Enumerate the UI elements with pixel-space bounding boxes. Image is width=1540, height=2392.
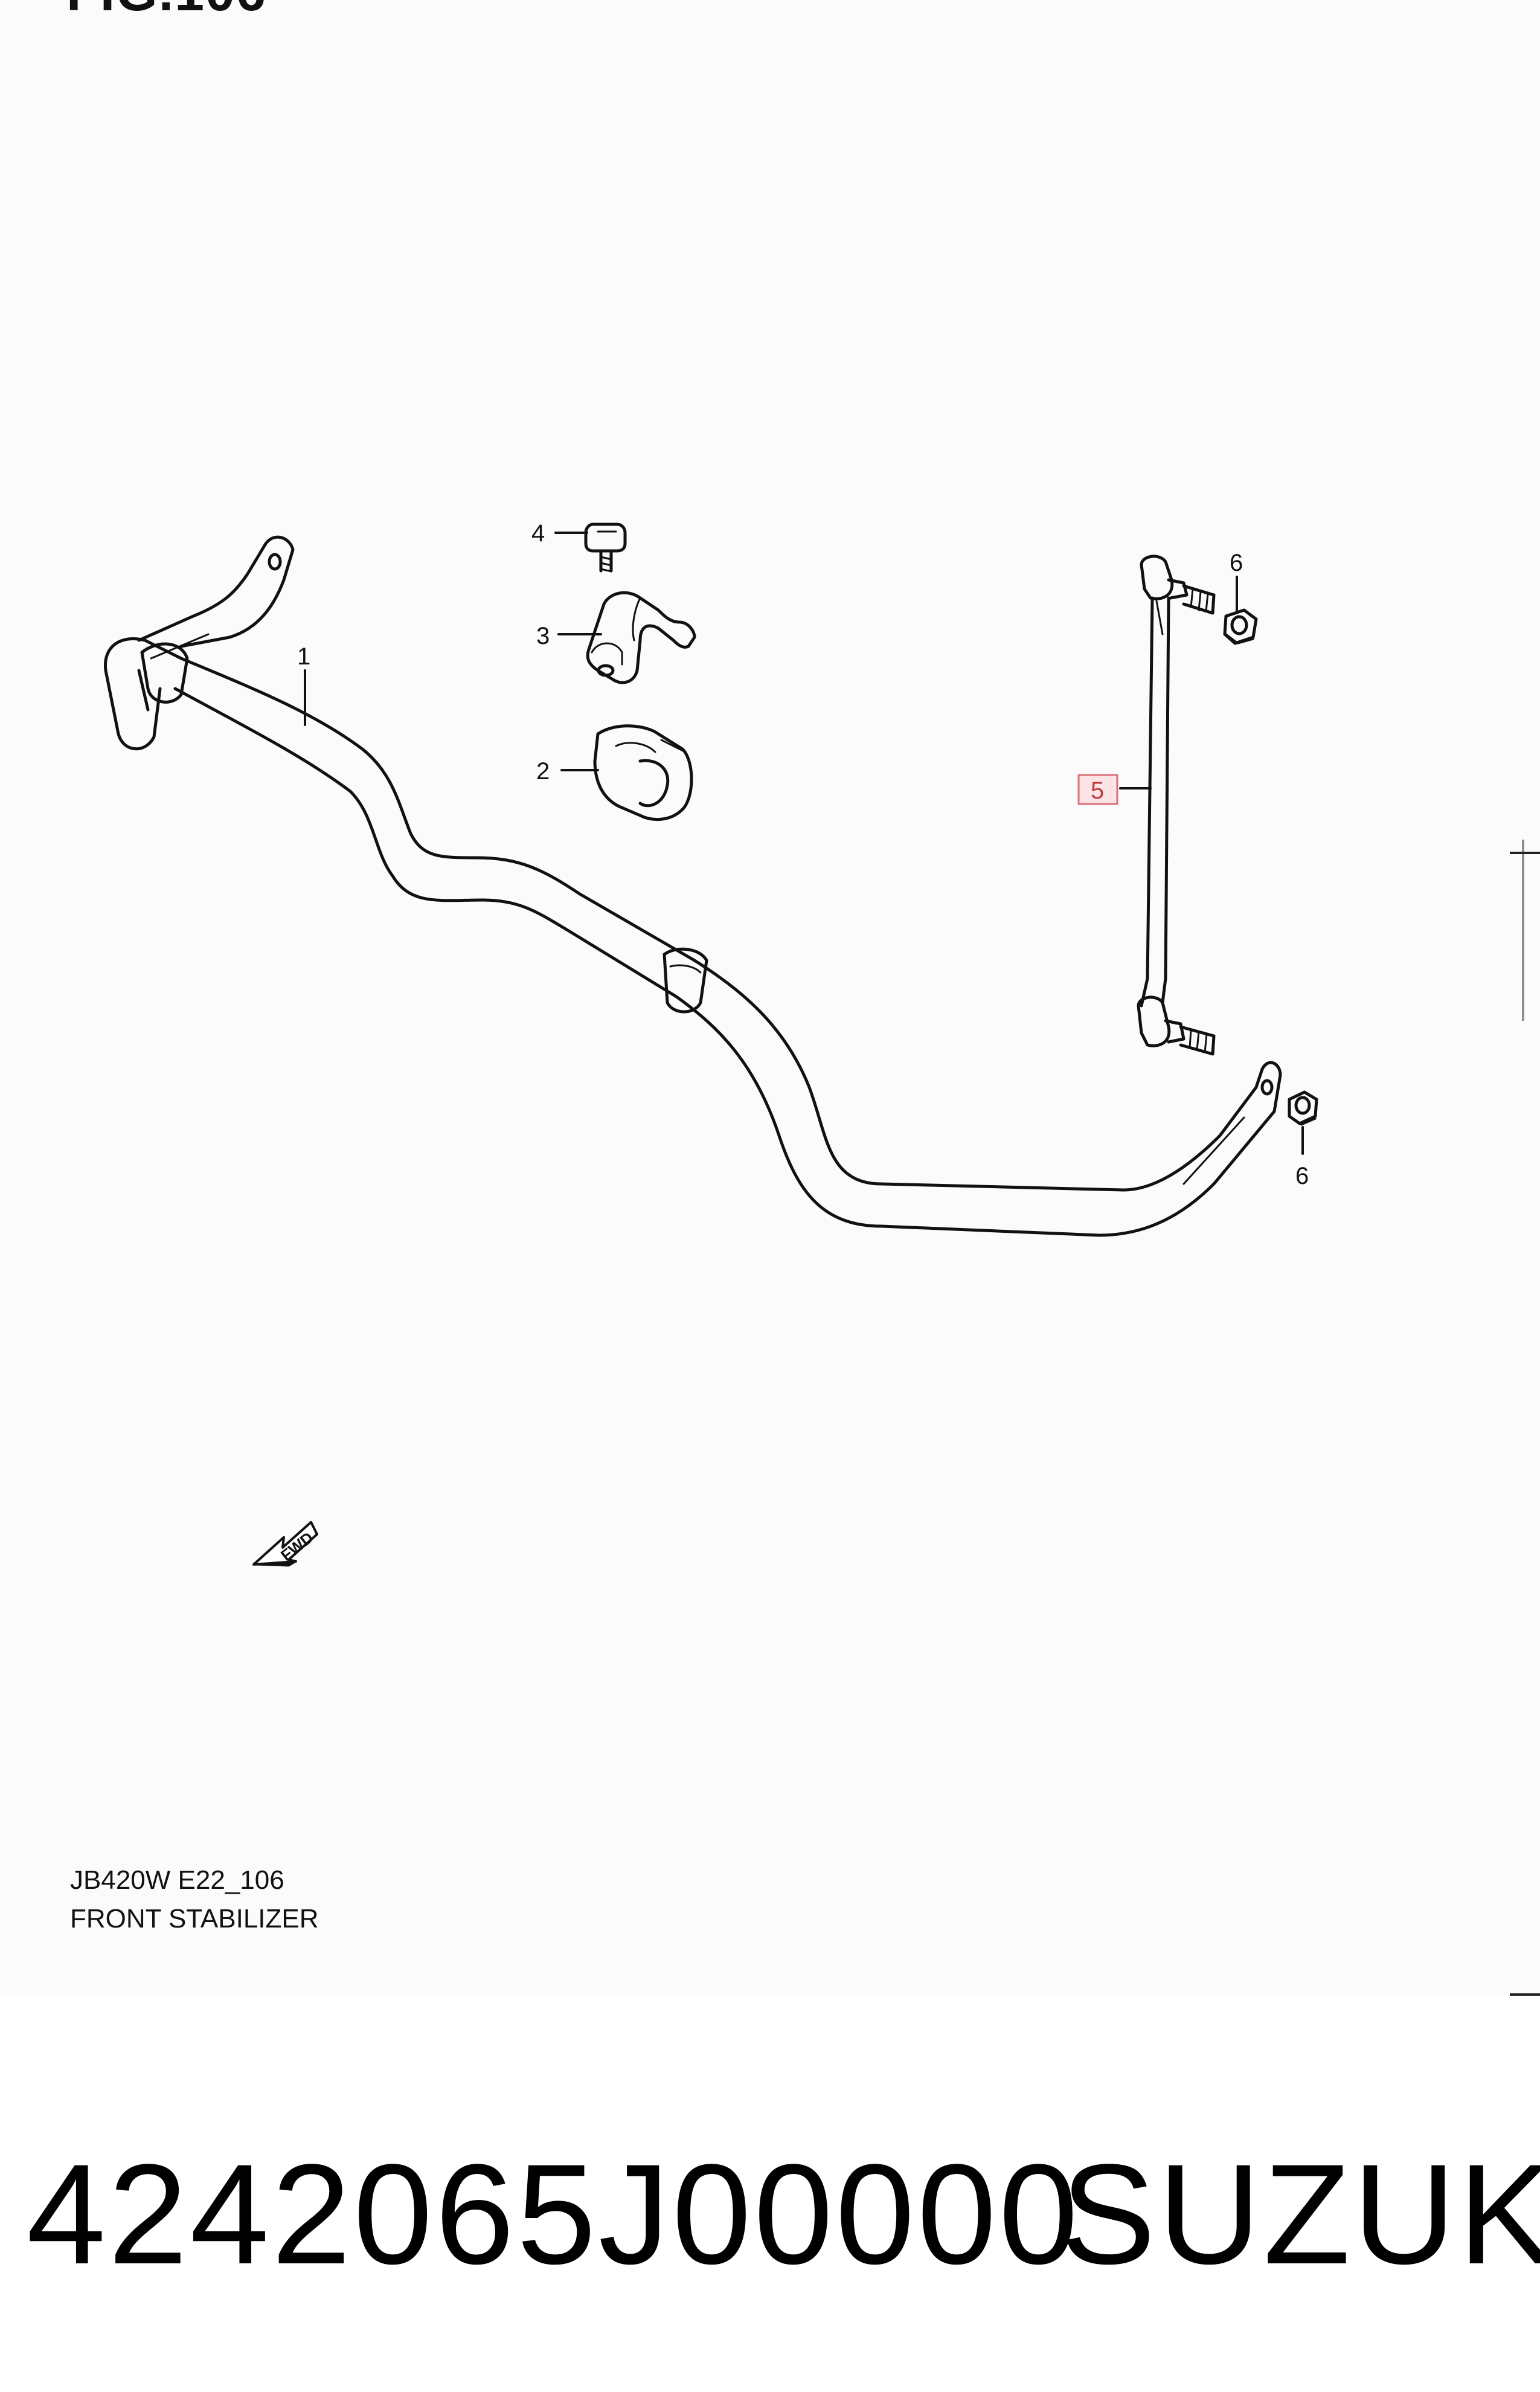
edge-mark-top — [1510, 852, 1540, 854]
edge-mark-side — [1522, 840, 1524, 1021]
diagram-area: FIG.106 — [66, 0, 1540, 1934]
fwd-arrow-icon: FWD — [252, 1521, 318, 1567]
callout-1[interactable]: 1 — [297, 643, 310, 670]
figure-title: FIG.106 — [66, 0, 267, 23]
callout-5-highlight — [1077, 774, 1118, 805]
nut-lower[interactable] — [1288, 1090, 1318, 1126]
stabilizer-link[interactable] — [1137, 555, 1216, 1056]
callout-3[interactable]: 3 — [536, 623, 550, 649]
callout-4[interactable]: 4 — [531, 520, 545, 547]
brand-name: SUZUKI — [1060, 2135, 1540, 2294]
callout-6a[interactable]: 6 — [1230, 550, 1243, 576]
nut-upper[interactable] — [1223, 608, 1258, 645]
diagram-code: JB420W E22_106 — [70, 1865, 284, 1895]
diagram-name: FRONT STABILIZER — [70, 1904, 319, 1934]
bushing[interactable] — [593, 724, 693, 821]
callout-2[interactable]: 2 — [536, 758, 550, 785]
bolt[interactable] — [584, 522, 627, 573]
callout-6b[interactable]: 6 — [1295, 1163, 1309, 1189]
callout-5[interactable]: 5 — [1091, 777, 1104, 804]
bushing-bracket[interactable] — [586, 591, 696, 684]
stabilizer-bar[interactable] — [103, 535, 1282, 1237]
parts-diagram: 1 2 3 4 5 6 6 FWD — [103, 520, 1318, 1567]
part-number: 4242065J00000 — [27, 2135, 1081, 2294]
footer — [0, 1993, 1540, 2392]
edge-mark-bottom — [1510, 1993, 1540, 1996]
